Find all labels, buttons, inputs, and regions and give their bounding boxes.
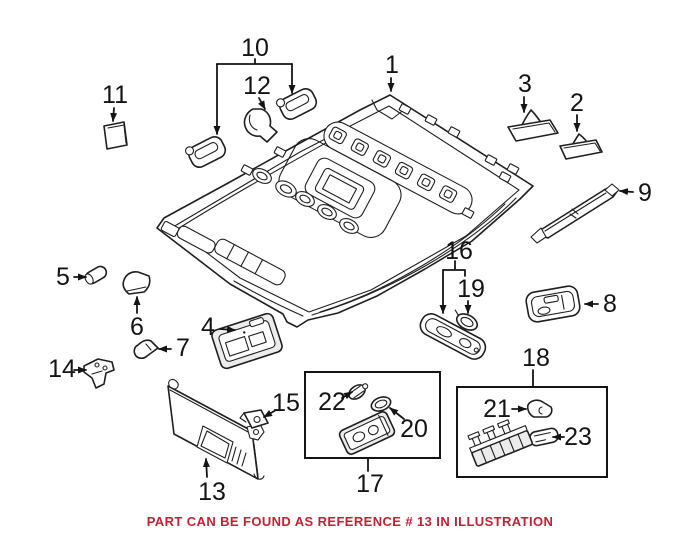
part-9-visor-rod [530, 183, 620, 244]
headliner-oval-openings [252, 168, 359, 234]
callout-9: 9 [638, 179, 652, 207]
part-12-hook-clip [243, 108, 278, 143]
reference-note: PART CAN BE FOUND AS REFERENCE # 13 IN I… [146, 514, 554, 529]
callout-11: 11 [102, 81, 128, 109]
part-8-dome-lamp [525, 285, 581, 323]
part-18-bracket [467, 419, 534, 467]
part-3-clip [507, 109, 559, 142]
callout-15: 15 [272, 389, 300, 417]
callout-1: 1 [385, 51, 399, 79]
part-17-lamp-housing [338, 411, 396, 455]
part-22-bulb [348, 383, 369, 400]
lamp-assembly-box-17 [304, 371, 441, 459]
callout-14: 14 [48, 355, 76, 383]
callout-23: 23 [564, 423, 592, 451]
callout-2: 2 [570, 89, 584, 117]
callout-5: 5 [56, 263, 70, 291]
callout-16: 16 [445, 237, 473, 265]
part-10-right-clip [275, 87, 318, 121]
callout-22: 22 [318, 388, 346, 416]
callout-21: 21 [483, 395, 511, 423]
part-20-bulb [370, 396, 392, 412]
callout-18: 18 [522, 344, 550, 372]
callout-20: 20 [400, 415, 428, 443]
callout-7: 7 [176, 334, 190, 362]
part-11-cover [103, 121, 128, 150]
headliner-cutouts [240, 103, 520, 219]
lamp-assembly-box-18 [456, 386, 608, 478]
part-15-clip [239, 409, 269, 429]
part-21-clip [526, 399, 553, 418]
callout-4: 4 [201, 313, 215, 341]
callout-17: 17 [356, 470, 384, 498]
part-6-cap [122, 271, 151, 295]
part-7-clip [133, 339, 159, 360]
part-5-clip [84, 265, 108, 285]
callout-19: 19 [457, 275, 485, 303]
callout-13: 13 [198, 478, 226, 506]
callout-arrows [73, 58, 634, 478]
part-2-clip [559, 133, 603, 160]
callout-labels: 1 2 3 4 5 6 7 8 9 10 11 12 13 14 15 16 1… [48, 34, 652, 506]
part-10-left-clip [184, 135, 227, 169]
callout-12: 12 [243, 72, 271, 100]
part-4-overhead-console [211, 312, 283, 370]
part-13-sun-visor [167, 378, 265, 480]
part-16-reading-lamp [419, 313, 487, 360]
callout-8: 8 [603, 290, 617, 318]
part-19-lens [454, 309, 479, 331]
callout-3: 3 [518, 70, 532, 98]
part-1-headliner-panel [156, 94, 534, 328]
callout-10: 10 [241, 34, 269, 62]
part-14-bracket [83, 358, 115, 389]
callout-6: 6 [130, 313, 144, 341]
